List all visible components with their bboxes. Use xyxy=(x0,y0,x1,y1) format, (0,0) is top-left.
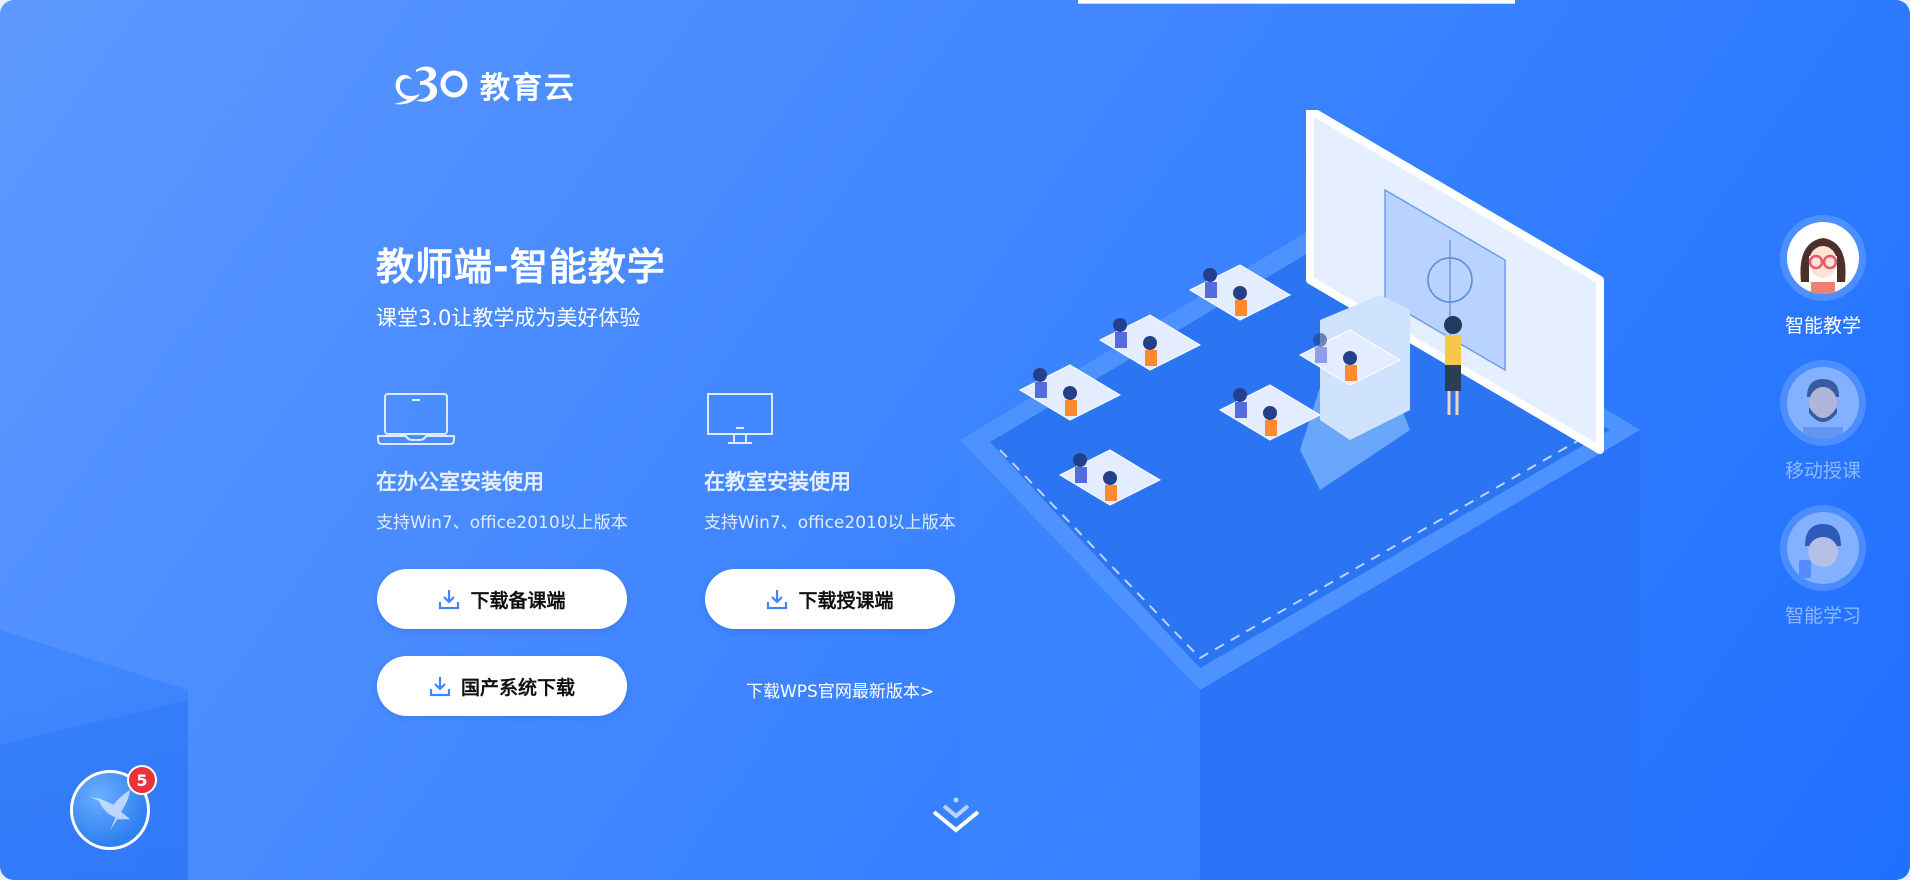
logo-text: 教育云 xyxy=(480,71,576,106)
side-nav-item-mobile-teaching[interactable]: 移动授课 xyxy=(1780,360,1866,483)
download-icon xyxy=(429,677,451,697)
student-avatar-icon xyxy=(1787,512,1859,584)
install-option-title: 在教室安装使用 xyxy=(704,470,851,494)
teacher-girl-avatar-icon xyxy=(1787,222,1859,294)
page-title: 教师端-智能教学 xyxy=(376,245,666,289)
wps-download-link[interactable]: 下载WPS官网最新版本> xyxy=(746,682,935,702)
side-nav-item-smart-learning[interactable]: 智能学习 xyxy=(1780,505,1866,628)
avatar xyxy=(1780,360,1866,446)
install-option-desc: 支持Win7、office2010以上版本 xyxy=(704,513,956,533)
download-teach-button[interactable]: 下载授课端 xyxy=(705,569,955,629)
install-option-title: 在办公室安装使用 xyxy=(376,470,544,494)
download-prep-label: 下载备课端 xyxy=(470,589,566,612)
install-option-office: 在办公室安装使用 支持Win7、office2010以上版本 xyxy=(376,390,676,533)
download-teach-label: 下载授课端 xyxy=(798,589,894,612)
side-nav-label: 智能教学 xyxy=(1784,315,1861,337)
notification-badge: 5 xyxy=(127,765,157,795)
classroom-illustration xyxy=(960,110,1640,880)
avatar xyxy=(1780,505,1866,591)
side-nav-item-smart-teaching[interactable]: 智能教学 xyxy=(1780,215,1866,338)
install-option-desc: 支持Win7、office2010以上版本 xyxy=(376,513,628,533)
domestic-download-label: 国产系统下载 xyxy=(460,676,575,699)
top-strip xyxy=(1078,0,1515,4)
monitor-icon xyxy=(707,393,773,444)
avatar xyxy=(1780,215,1866,301)
side-nav: 智能教学 移动授课 xyxy=(1780,215,1866,650)
laptop-icon xyxy=(377,393,455,445)
page-subtitle: 课堂3.0让教学成为美好体验 xyxy=(376,306,641,330)
install-option-classroom: 在教室安装使用 支持Win7、office2010以上版本 xyxy=(704,390,1004,533)
side-nav-label: 移动授课 xyxy=(1784,460,1861,482)
logo-mark-icon xyxy=(394,66,468,105)
domestic-system-download-button[interactable]: 国产系统下载 xyxy=(377,656,627,716)
logo: 教育云 xyxy=(390,60,576,110)
scroll-down-chevron-icon[interactable] xyxy=(928,796,984,836)
teacher-man-avatar-icon xyxy=(1787,367,1859,439)
download-icon xyxy=(767,590,788,610)
side-nav-label: 智能学习 xyxy=(1784,605,1861,627)
hummingbird-icon xyxy=(89,789,131,831)
download-icon xyxy=(439,590,460,610)
download-prep-button[interactable]: 下载备课端 xyxy=(377,569,627,629)
